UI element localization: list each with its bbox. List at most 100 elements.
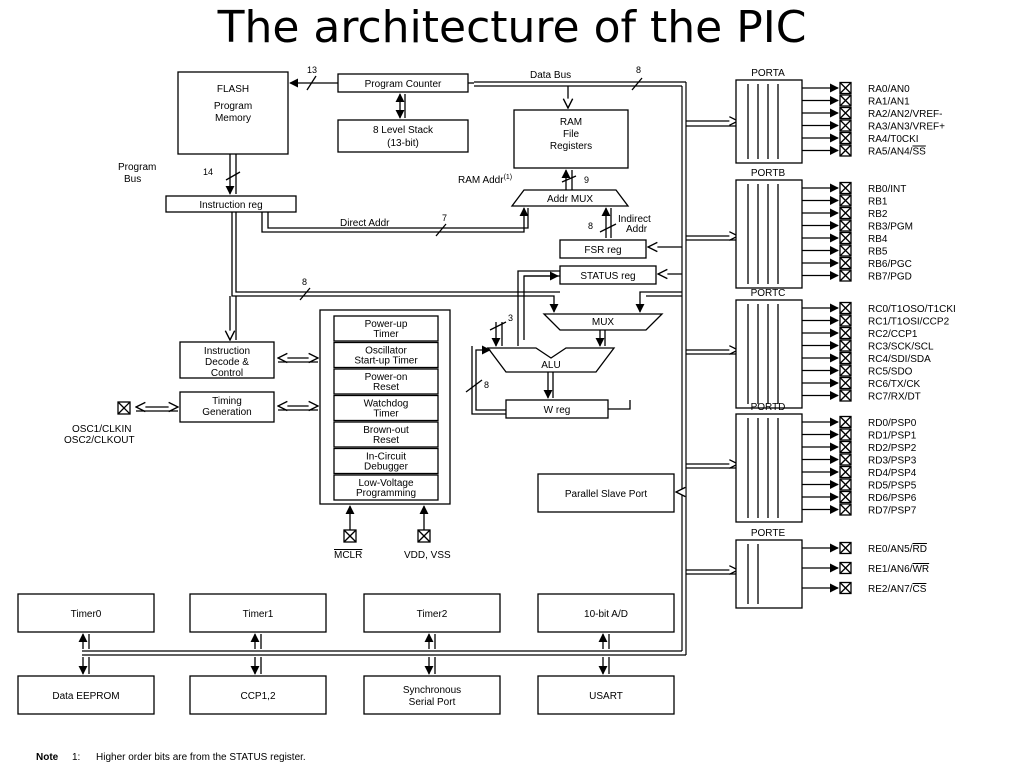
instruction-reg xyxy=(165,195,297,213)
instruction-reg-label: Instruction reg xyxy=(199,200,262,211)
decode-label: Instruction xyxy=(204,346,250,357)
flash-label-3: Memory xyxy=(215,113,251,124)
pin-connector-rd5-psp5 xyxy=(839,478,852,491)
pin-connector-rc0-t1oso-t1cki xyxy=(839,301,852,315)
decode-label-2: Decode & xyxy=(205,357,249,368)
peripheral-label-usart: USART xyxy=(589,691,623,702)
vdd-vss-label: VDD, VSS xyxy=(404,550,451,561)
port-block-porte xyxy=(735,539,803,609)
pin-label-rd6-psp6: RD6/PSP6 xyxy=(868,493,917,504)
ctl-label-in-circuit: In-Circuit xyxy=(366,452,406,463)
peripheral-label-10-bit-a-d: 10-bit A/D xyxy=(584,609,628,620)
indirect-addr-label: Indirect xyxy=(618,214,651,225)
data-bus-label: Data Bus xyxy=(530,70,571,81)
fsr-reg-label: FSR reg xyxy=(584,245,621,256)
flash-program-memory xyxy=(177,71,289,155)
data-bus xyxy=(82,81,738,656)
pin-label-rd3-psp3: RD3/PSP3 xyxy=(868,456,917,467)
pin-connector-ra0-an0 xyxy=(839,81,852,95)
ctl-cell-low-voltage xyxy=(333,474,439,501)
pin-connector-re0-an5-rd xyxy=(839,541,852,555)
ctl-label-in-circuit-2: Debugger xyxy=(364,462,409,473)
vdd-pin xyxy=(417,529,431,543)
pin-connector-rd7-psp7 xyxy=(839,503,852,516)
indirect-addr-width: 8 xyxy=(588,221,593,231)
stack-label: 8 Level Stack xyxy=(373,125,434,136)
port-block-portd xyxy=(735,413,803,523)
peripheral-label-ccp1-2: CCP1,2 xyxy=(240,691,275,702)
pin-connector-ra4-t0cki xyxy=(839,131,852,145)
pin-label-rb3-pgm: RB3/PGM xyxy=(868,222,913,233)
page-title: The architecture of the PIC xyxy=(217,2,807,53)
pin-connector-rc3-sck-scl xyxy=(839,339,852,352)
pin-connector-re1-an6-wr xyxy=(839,561,852,575)
pin-connector-ra2-an2-vref xyxy=(839,106,852,120)
pin-connector-rd2-psp2 xyxy=(839,440,852,454)
pin-connector-ra3-an3-vref xyxy=(839,119,852,132)
mux-label: MUX xyxy=(592,317,615,328)
ports-group: PORTARA0/AN0RA1/AN1RA2/AN2/VREF-RA3/AN3/… xyxy=(735,68,956,609)
pin-label-rb5: RB5 xyxy=(868,247,888,258)
pin-label-ra2-an2-vref: RA2/AN2/VREF- xyxy=(868,109,942,120)
port-block-portc xyxy=(735,299,803,409)
pin-label-ra3-an3-vref: RA3/AN3/VREF+ xyxy=(868,122,945,133)
timing-label: Timing xyxy=(212,396,242,407)
port-title-portb: PORTB xyxy=(751,168,786,179)
w-loop-width: 8 xyxy=(484,380,489,390)
direct-addr-label: Direct Addr xyxy=(340,218,390,229)
ram-label-2: File xyxy=(563,129,580,140)
pin-label-re0-an5-rd: RE0/AN5/RD xyxy=(868,544,927,555)
peripheral-usart xyxy=(537,675,675,715)
peripheral-label-data-eeprom: Data EEPROM xyxy=(52,691,119,702)
port-block-porta xyxy=(735,79,803,164)
pin-label-rc2-ccp1: RC2/CCP1 xyxy=(868,329,918,340)
pin-label-ra4-t0cki: RA4/T0CKI xyxy=(868,134,919,145)
ram-addr-label: RAM Addr(1) xyxy=(458,174,512,186)
pin-label-rb4: RB4 xyxy=(868,234,888,245)
pin-connector-rc7-rx-dt xyxy=(839,389,852,402)
pin-connector-rc1-t1osi-ccp2 xyxy=(839,314,852,327)
osc2-label: OSC2/CLKOUT xyxy=(64,435,135,446)
ctl-label-low-voltage: Low-Voltage xyxy=(358,478,413,489)
ctl-label-brown-out-2: Reset xyxy=(373,435,399,446)
pin-label-re1-an6-wr: RE1/AN6/WR xyxy=(868,564,929,575)
pin-label-rd5-psp5: RD5/PSP5 xyxy=(868,481,917,492)
ctl-cell-in-circuit xyxy=(333,447,439,475)
parallel-slave-port xyxy=(537,473,675,513)
ctl-label-brown-out: Brown-out xyxy=(363,425,409,436)
ctl-label-low-voltage-2: Programming xyxy=(356,488,416,499)
ram-label: RAM xyxy=(560,117,582,128)
peripheral-label-synchronous: Synchronous xyxy=(403,685,461,696)
pin-label-rc5-sdo: RC5/SDO xyxy=(868,367,913,378)
status-reg xyxy=(559,265,657,285)
osc-pin xyxy=(117,401,131,415)
ctl-cell-power-on xyxy=(333,368,439,395)
pin-label-rc6-tx-ck: RC6/TX/CK xyxy=(868,379,921,390)
alu-label: ALU xyxy=(541,360,560,371)
fsr-reg xyxy=(559,239,647,259)
port-title-portd: PORTD xyxy=(751,402,786,413)
ram-addr-width: 9 xyxy=(584,175,589,185)
peripheral-synchronous-serial-port xyxy=(363,675,501,715)
w-reg-label: W reg xyxy=(544,405,571,416)
parallel-slave-port-label: Parallel Slave Port xyxy=(565,489,647,500)
port-title-portc: PORTC xyxy=(751,288,786,299)
pin-label-rc0-t1oso-t1cki: RC0/T1OSO/T1CKI xyxy=(868,304,956,315)
alu-in-width: 3 xyxy=(508,313,513,323)
peripheral-label-timer2: Timer2 xyxy=(417,609,448,620)
data-bus-width: 8 xyxy=(636,65,641,75)
program-bus-label: Program xyxy=(118,162,156,173)
instruction-decode-control xyxy=(179,341,275,379)
pin-connector-rc6-tx-ck xyxy=(839,376,852,390)
internal-bus-width: 8 xyxy=(302,277,307,287)
pin-label-rd2-psp2: RD2/PSP2 xyxy=(868,443,917,454)
status-reg-label: STATUS reg xyxy=(580,271,635,282)
pin-label-rb7-pgd: RB7/PGD xyxy=(868,272,912,283)
ctl-label-power-up-2: Timer xyxy=(373,329,399,340)
pin-connector-rd4-psp4 xyxy=(839,465,852,479)
pin-connector-rb3-pgm xyxy=(839,219,852,232)
mclr-pin xyxy=(343,529,357,543)
port-title-porte: PORTE xyxy=(751,528,786,539)
alu xyxy=(486,347,616,373)
